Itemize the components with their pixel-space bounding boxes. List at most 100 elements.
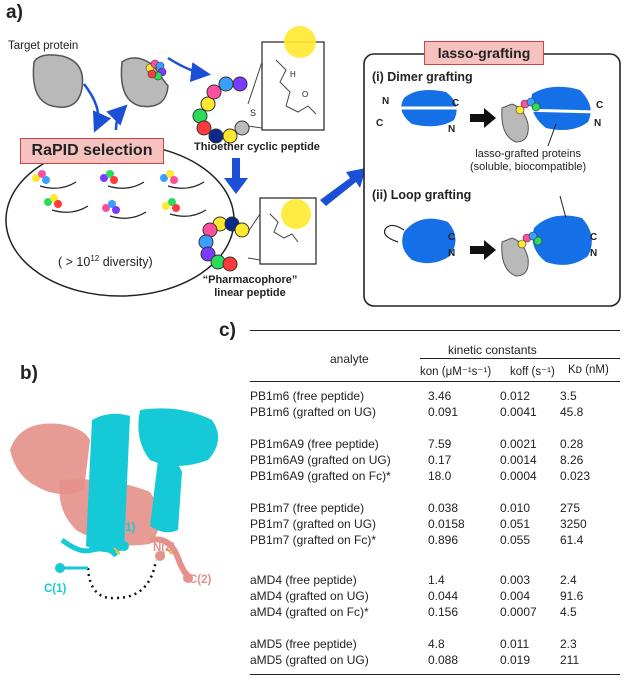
- header-kon: kon (μM⁻¹s⁻¹): [420, 366, 492, 378]
- cell-kd: 0.023: [560, 469, 591, 483]
- dimer-c-left: C: [376, 118, 384, 129]
- loop-arrow: [470, 240, 496, 260]
- library-peptide-beads: [32, 170, 180, 214]
- cycle-arrow-up: [106, 104, 128, 131]
- thioether-o-atom: O: [302, 90, 309, 99]
- cell-analyte: aMD5 (grafted on UG): [250, 653, 369, 667]
- cyan-helix-1: [86, 413, 130, 553]
- diversity-exponent: 12: [90, 254, 100, 263]
- diversity-label: ( > 1012 diversity): [58, 254, 153, 269]
- dimer-protein-right: [531, 86, 591, 130]
- thioether-structure: [275, 59, 317, 115]
- cyan-helix-3: [150, 459, 182, 533]
- cell-kd: 0.28: [560, 437, 584, 451]
- diversity-prefix: ( > 10: [58, 255, 91, 270]
- cell-koff: 0.0021: [500, 437, 537, 451]
- cell-koff: 0.011: [500, 637, 530, 651]
- lasso-title: lasso-grafting: [437, 45, 531, 61]
- cell-kon: 7.59: [428, 437, 452, 451]
- thioether-h-atom: H: [290, 70, 296, 79]
- cell-koff: 0.051: [500, 517, 531, 531]
- cell-koff: 0.0041: [500, 405, 537, 419]
- label-c2: C(2): [189, 574, 212, 586]
- arrow-to-lasso: [320, 168, 366, 206]
- cell-analyte: PB1m6 (free peptide): [250, 389, 365, 403]
- dimer-c-right: C: [596, 100, 604, 111]
- cell-analyte: aMD4 (free peptide): [250, 573, 357, 587]
- target-protein-label: Target protein: [8, 40, 79, 52]
- library-peptides: [39, 181, 207, 219]
- cycle-arrow-down: [83, 83, 112, 133]
- label-n1: N(1): [113, 522, 136, 534]
- lasso-proteins-label: lasso-grafted proteins (soluble, biocomp…: [470, 148, 586, 174]
- cell-kon: 0.17: [428, 453, 452, 467]
- dimer-n-right: N: [594, 118, 602, 129]
- cell-kon: 3.46: [428, 389, 452, 403]
- panel-a-figure: [5, 26, 621, 307]
- cell-koff: 0.003: [500, 573, 531, 587]
- dimer-n-left: N: [382, 96, 390, 107]
- cell-analyte: aMD4 (grafted on UG): [250, 589, 369, 603]
- cell-koff: 0.019: [500, 653, 531, 667]
- linear-peptide: [198, 216, 250, 272]
- loop-grafting-label: (ii) Loop grafting: [372, 188, 472, 202]
- loop-c-left: C: [448, 232, 456, 243]
- cell-koff: 0.012: [500, 389, 531, 403]
- cell-kon: 0.038: [428, 501, 459, 515]
- diversity-suffix: diversity): [99, 255, 153, 270]
- bound-target-shape: [120, 57, 169, 108]
- cell-koff: 0.0004: [500, 469, 537, 483]
- lasso-title-box: lasso-grafting: [424, 41, 544, 65]
- cell-kd: 8.26: [560, 453, 584, 467]
- cell-koff: 0.0014: [500, 453, 537, 467]
- cell-analyte: PB1m7 (grafted on UG): [250, 517, 377, 531]
- thioether-label: Thioether cyclic peptide: [194, 141, 320, 153]
- cell-kon: 0.044: [428, 589, 459, 603]
- cell-kon: 0.088: [428, 653, 459, 667]
- dimer-n-left2: N: [448, 124, 456, 135]
- loop-n-right: N: [590, 248, 598, 259]
- thioether-s-atom: S: [250, 108, 257, 118]
- arrow-down-to-linear: [224, 158, 248, 194]
- cell-koff: 0.055: [500, 533, 531, 547]
- cell-kd: 61.4: [560, 533, 584, 547]
- loop-protein-left: [402, 218, 456, 264]
- dimer-c-left2: C: [452, 98, 460, 109]
- cell-kon: 0.156: [428, 605, 459, 619]
- target-protein-shape: [32, 54, 84, 108]
- cell-analyte: PB1m6A9 (grafted on Fc)*: [250, 469, 391, 483]
- header-analyte: analyte: [330, 352, 369, 366]
- pharmacophore-line2: linear peptide: [214, 287, 286, 299]
- cell-kon: 4.8: [428, 637, 445, 651]
- cell-kd: 4.5: [560, 605, 577, 619]
- table-bottom-rule: [250, 674, 620, 675]
- header-mid-rule: [420, 358, 620, 359]
- dotted-linker: [86, 559, 158, 600]
- cell-kd: 211: [560, 653, 580, 667]
- loop-protein-right: [532, 215, 592, 265]
- panel-a-label: a): [6, 2, 23, 23]
- cyan-strand: [60, 538, 119, 558]
- cell-analyte: aMD4 (grafted on Fc)*: [250, 605, 369, 619]
- dimer-arrow: [470, 108, 496, 128]
- header-kinetic: kinetic constants: [448, 343, 537, 357]
- cell-kd: 275: [560, 501, 581, 515]
- cell-analyte: PB1m6 (grafted on UG): [250, 405, 377, 419]
- panel-c-label: c): [219, 320, 236, 341]
- cell-kd: 2.4: [560, 573, 577, 587]
- cell-koff: 0.010: [500, 501, 531, 515]
- lasso-proteins-line2: (soluble, biocompatible): [470, 161, 587, 173]
- cell-kon: 0.091: [428, 405, 459, 419]
- cyan-helix-2: [138, 408, 219, 466]
- protein-structure-cartoon: [10, 408, 219, 600]
- table-top-rule: [250, 330, 620, 331]
- cell-kd: 2.3: [560, 637, 577, 651]
- cell-kon: 18.0: [428, 469, 452, 483]
- cell-kd: 91.6: [560, 589, 584, 603]
- rapid-selection-box: RaPID selection: [20, 138, 164, 164]
- cell-kd: 45.8: [560, 405, 584, 419]
- pharmacophore-label: “Pharmacophore” linear peptide: [200, 274, 300, 300]
- cell-analyte: PB1m7 (grafted on Fc)*: [250, 533, 377, 547]
- label-c1: C(1): [44, 583, 67, 595]
- linear-structure: [269, 213, 299, 243]
